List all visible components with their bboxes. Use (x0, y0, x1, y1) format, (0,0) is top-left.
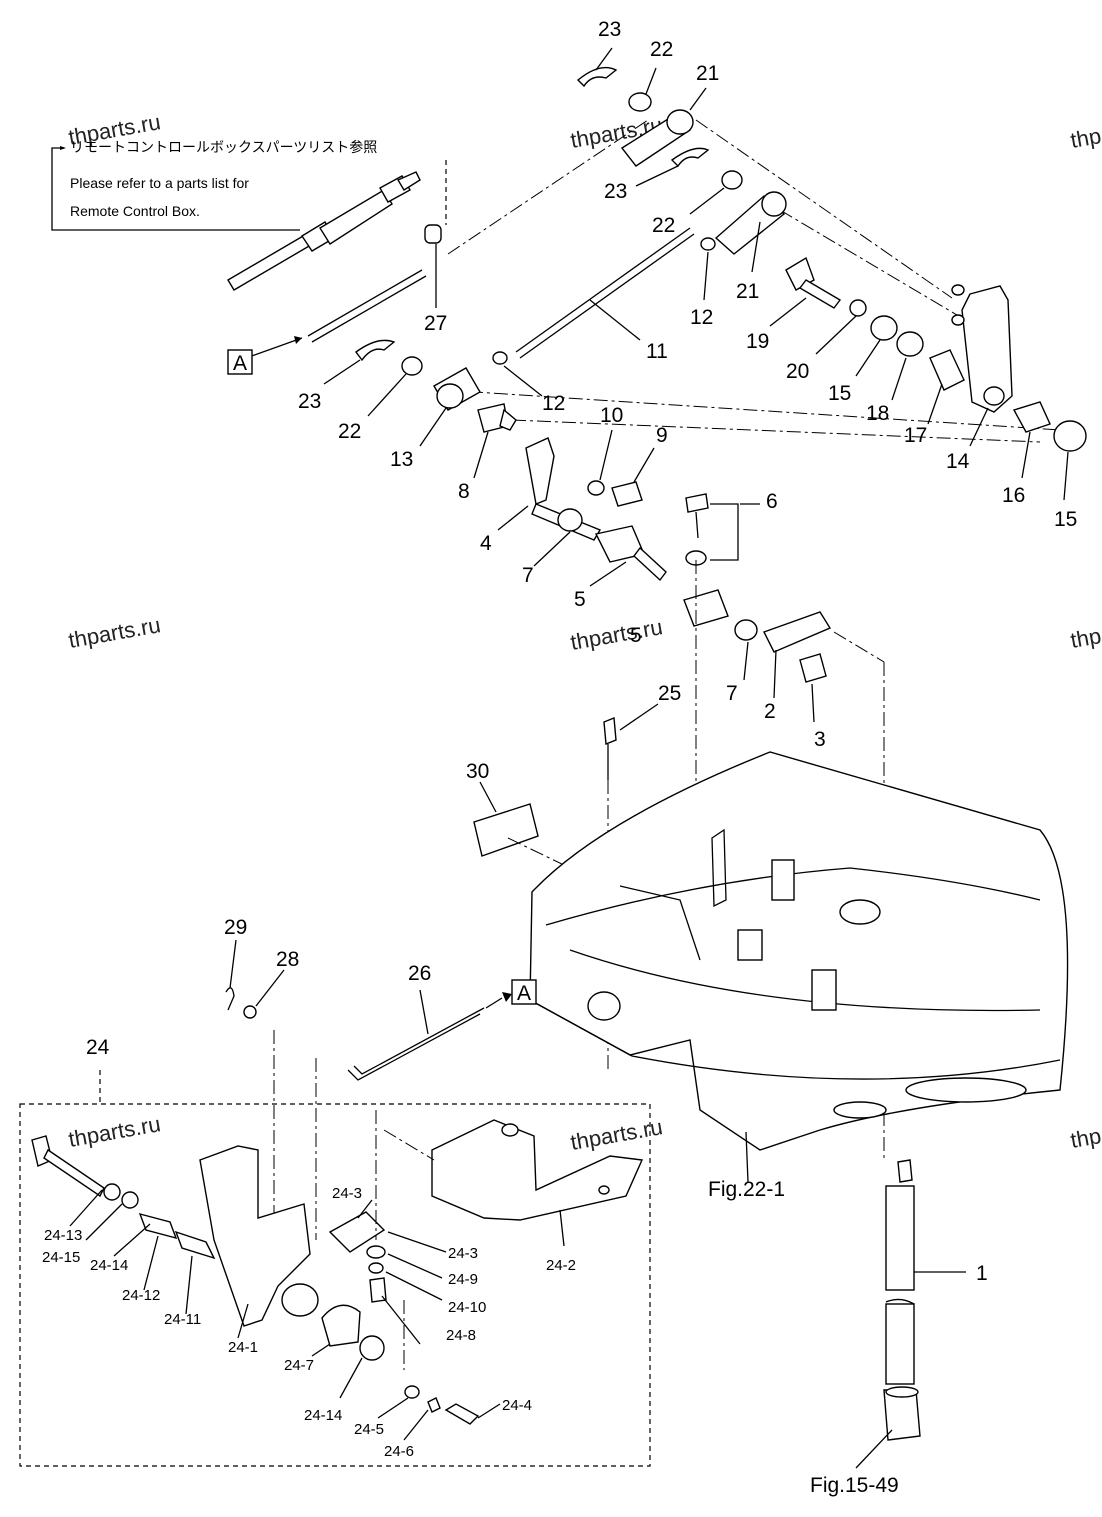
part-label-1: 1 (976, 1262, 988, 1285)
part-label-19: 19 (746, 330, 769, 353)
sub-label: 24-11 (164, 1311, 201, 1328)
part-label-10: 10 (600, 404, 623, 427)
sub-label: 24-5 (354, 1421, 384, 1438)
sub-label: 24-8 (446, 1327, 476, 1344)
ref-box-a-bottom: A (511, 979, 537, 1005)
note-japanese: リモートコントロールボックスパーツリスト参照 (70, 139, 377, 155)
part-label-5: 5 (574, 588, 586, 611)
watermark: thparts.ru (569, 614, 665, 655)
part-label-18: 18 (866, 402, 889, 425)
sub-label: 24-3 (448, 1245, 478, 1262)
part-label-27: 27 (424, 312, 447, 335)
part-label-7: 7 (726, 682, 738, 705)
part-label-12: 12 (542, 392, 565, 415)
part-label-21: 21 (736, 280, 759, 303)
part-label-21: 21 (696, 62, 719, 85)
ref-box-a-top: A (227, 349, 253, 375)
part-label-30: 30 (466, 760, 489, 783)
part-label-20: 20 (786, 360, 809, 383)
leader-lines (69, 47, 1069, 1469)
part-label-9: 9 (656, 424, 668, 447)
note-english-line2: Remote Control Box. (70, 203, 200, 219)
sub-label: 24-14 (304, 1407, 342, 1424)
rod-26 (225, 987, 512, 1240)
ref-marker: A (233, 352, 247, 375)
part-label-22: 22 (652, 214, 675, 237)
watermark: thparts.ru (67, 612, 163, 653)
sub-label: 24-13 (44, 1227, 82, 1244)
part-label-16: 16 (1002, 484, 1025, 507)
part-label-2: 2 (764, 700, 776, 723)
note-bracket (51, 147, 300, 231)
watermark: thparts.ru (1069, 612, 1102, 653)
part-label-29: 29 (224, 916, 247, 939)
part-label-8: 8 (458, 480, 470, 503)
part-label-15: 15 (828, 382, 851, 405)
fig-ref-15-49: Fig.15-49 (810, 1474, 899, 1497)
part-label-5: 5 (630, 624, 642, 647)
part-label-26: 26 (408, 962, 431, 985)
throttle-cam-assembly (19, 1070, 651, 1467)
sub-labels: 24-13 24-15 24-14 24-12 24-11 24-1 24-7 … (42, 1185, 576, 1460)
part-label-13: 13 (390, 448, 413, 471)
part-label-24: 24 (86, 1036, 110, 1059)
part-label-23: 23 (598, 18, 621, 41)
sub-label: 24-7 (284, 1357, 314, 1374)
sub-label: 24-14 (90, 1257, 128, 1274)
part-label-28: 28 (276, 948, 299, 971)
bottom-cowling (473, 717, 1069, 1151)
ref-marker: A (517, 982, 531, 1005)
sub-label: 24-9 (448, 1271, 478, 1288)
part-label-6: 6 (766, 490, 778, 513)
upper-linkage (355, 66, 1087, 1160)
part-labels: 23 22 21 23 22 21 12 11 19 20 15 18 17 1… (86, 18, 1077, 1285)
part-label-22: 22 (338, 420, 361, 443)
note-english-line1: Please refer to a parts list for (70, 175, 249, 191)
fig-ref-22-1: Fig.22-1 (708, 1178, 785, 1201)
note-arrow (60, 146, 66, 150)
sub-label: 24-2 (546, 1257, 576, 1274)
sub-label: 24-6 (384, 1443, 414, 1460)
watermark: thparts.ru (1069, 1112, 1102, 1153)
part-label-25: 25 (658, 682, 681, 705)
part-label-12: 12 (690, 306, 713, 329)
sub-label: 24-12 (122, 1287, 160, 1304)
sub-label: 24-1 (228, 1339, 258, 1356)
part-label-14: 14 (946, 450, 970, 473)
shaft-1 (883, 1159, 921, 1441)
part-label-22: 22 (650, 38, 673, 61)
part-label-23: 23 (298, 390, 321, 413)
part-label-23: 23 (604, 180, 627, 203)
part-label-3: 3 (814, 728, 826, 751)
sub-label: 24-4 (502, 1397, 532, 1414)
part-label-7: 7 (522, 564, 534, 587)
reference-note: リモートコントロールボックスパーツリスト参照 Please refer to a… (51, 139, 447, 231)
part-label-15: 15 (1054, 508, 1077, 531)
remote-cable (227, 171, 442, 343)
sub-label: 24-3 (332, 1185, 362, 1202)
part-label-11: 11 (646, 340, 668, 363)
watermark: thparts.ru (1069, 112, 1102, 153)
sub-label: 24-15 (42, 1249, 80, 1266)
sub-label: 24-10 (448, 1299, 486, 1316)
part-label-4: 4 (480, 532, 492, 555)
watermark: thparts.ru (67, 1111, 163, 1152)
part-label-17: 17 (904, 424, 927, 447)
